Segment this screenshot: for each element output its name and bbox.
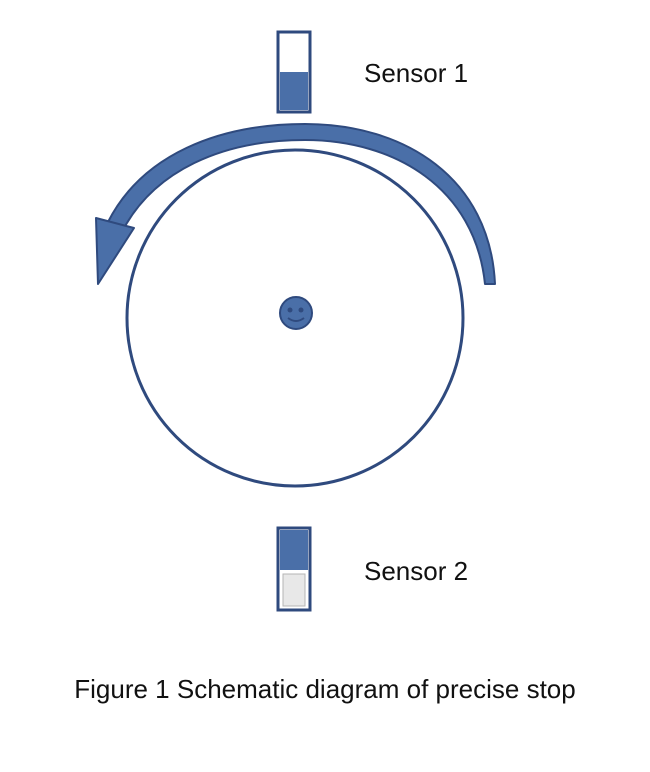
disc-hub: [279, 296, 313, 330]
sensor-2-label: Sensor 2: [364, 556, 469, 586]
sensor-1-icon: [276, 30, 312, 114]
hub-mark: [287, 317, 305, 322]
rotation-arrow-icon: [95, 123, 496, 285]
hub-dot-left: [287, 307, 293, 313]
figure-caption: Figure 1 Schematic diagram of precise st…: [74, 674, 576, 704]
hub-dot-right: [298, 307, 304, 313]
sensor-2-icon: [276, 526, 312, 612]
rotating-disc: [125, 148, 465, 488]
sensor-1-label: Sensor 1: [364, 58, 469, 88]
